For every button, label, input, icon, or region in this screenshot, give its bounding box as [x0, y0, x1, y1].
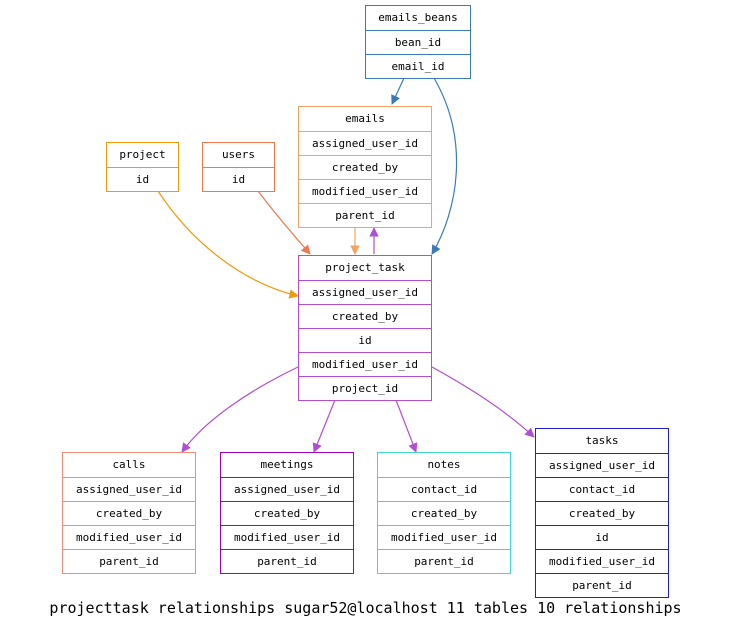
column-contact_id: contact_id — [536, 477, 668, 501]
column-contact_id: contact_id — [378, 477, 510, 501]
edge-project_task-meetings — [312, 399, 336, 453]
table-calls: calls assigned_user_id created_by modifi… — [62, 452, 196, 574]
column-id: id — [203, 167, 274, 191]
column-id: id — [107, 167, 178, 191]
edge-project-project_task — [157, 190, 299, 299]
column-created_by: created_by — [299, 304, 431, 328]
edge-emails_beans-emails — [391, 77, 405, 105]
column-assigned_user_id: assigned_user_id — [299, 280, 431, 304]
table-users: users id — [202, 142, 275, 192]
column-parent_id: parent_id — [299, 203, 431, 227]
column-project_id: project_id — [299, 376, 431, 400]
column-modified_user_id: modified_user_id — [63, 525, 195, 549]
column-parent_id: parent_id — [536, 573, 668, 597]
column-modified_user_id: modified_user_id — [378, 525, 510, 549]
column-parent_id: parent_id — [221, 549, 353, 573]
column-modified_user_id: modified_user_id — [299, 352, 431, 376]
column-id: id — [299, 328, 431, 352]
column-modified_user_id: modified_user_id — [299, 179, 431, 203]
column-created_by: created_by — [221, 501, 353, 525]
column-id: id — [536, 525, 668, 549]
table-title: project — [119, 148, 166, 161]
edge-users-project_task — [257, 190, 311, 255]
table-title: meetings — [260, 458, 314, 471]
table-project: project id — [106, 142, 179, 192]
table-notes: notes contact_id created_by modified_use… — [377, 452, 511, 574]
column-bean_id: bean_id — [366, 30, 470, 54]
table-project_task: project_task assigned_user_id created_by… — [298, 255, 432, 401]
table-title: users — [221, 148, 256, 161]
column-assigned_user_id: assigned_user_id — [536, 453, 668, 477]
column-parent_id: parent_id — [378, 549, 510, 573]
column-modified_user_id: modified_user_id — [536, 549, 668, 573]
column-created_by: created_by — [536, 501, 668, 525]
column-created_by: created_by — [299, 155, 431, 179]
column-assigned_user_id: assigned_user_id — [63, 477, 195, 501]
edge-project_task-tasks — [431, 366, 535, 438]
table-meetings: meetings assigned_user_id created_by mod… — [220, 452, 354, 574]
column-email_id: email_id — [366, 54, 470, 78]
column-modified_user_id: modified_user_id — [221, 525, 353, 549]
column-created_by: created_by — [378, 501, 510, 525]
table-emails_beans: emails_beans bean_id email_id — [365, 5, 471, 79]
table-title: notes — [427, 458, 461, 471]
table-title: tasks — [585, 434, 619, 447]
column-assigned_user_id: assigned_user_id — [299, 131, 431, 155]
table-title: project_task — [325, 261, 405, 274]
edge-emails_beans-project_task — [431, 77, 458, 255]
column-assigned_user_id: assigned_user_id — [221, 477, 353, 501]
column-parent_id: parent_id — [63, 549, 195, 573]
diagram-caption: projecttask relationships sugar52@localh… — [49, 599, 682, 617]
edge-project_task-notes — [395, 399, 418, 453]
column-created_by: created_by — [63, 501, 195, 525]
table-emails: emails assigned_user_id created_by modif… — [298, 106, 432, 228]
table-title: emails_beans — [378, 11, 458, 24]
table-title: emails — [345, 112, 385, 125]
table-tasks: tasks assigned_user_id contact_id create… — [535, 428, 669, 598]
edge-project_task-calls — [181, 366, 299, 453]
table-title: calls — [112, 458, 146, 471]
